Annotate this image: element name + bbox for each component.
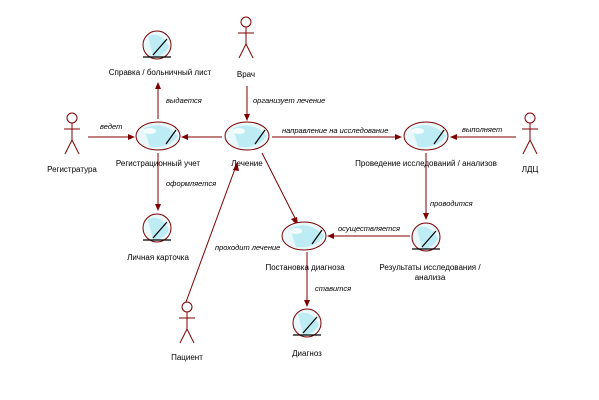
relation-undergoes: проходит лечение	[215, 243, 280, 252]
relation-performs: выполняет	[462, 125, 502, 134]
label-diagnosis: Диагноз	[292, 349, 322, 358]
usecase-registration[interactable]	[135, 121, 181, 151]
label-diagnosis-setting: Постановка диагноза	[265, 263, 345, 272]
usecase-examinations[interactable]	[403, 121, 449, 151]
label-certificate: Справка / больничный лист	[109, 68, 212, 77]
actor-registry[interactable]	[64, 112, 80, 155]
actor-label-ldc: ЛДЦ	[522, 165, 539, 174]
edge-patient-treatment	[185, 165, 237, 303]
relation-maintains: ведет	[100, 122, 122, 131]
relation-organizes: организует лечение	[253, 96, 325, 105]
actor-patient[interactable]	[179, 301, 195, 344]
label-examinations: Проведение исследований / анализов	[355, 159, 497, 168]
relation-carries-out: осуществляется	[338, 224, 400, 233]
relation-drawn-up: оформляется	[166, 179, 216, 188]
label-registration: Регистрационный учет	[116, 159, 201, 168]
entity-diagnosis[interactable]	[292, 308, 322, 338]
edges	[88, 82, 516, 307]
label-results-line2: анализа	[415, 273, 446, 282]
actor-label-patient: Пациент	[171, 353, 203, 362]
actor-ldc[interactable]	[522, 112, 538, 155]
relation-is-set: ставится	[315, 284, 351, 293]
relation-conducted: проводится	[430, 199, 473, 208]
relation-issued: выдается	[166, 96, 202, 105]
relation-referral: направление на исследование	[282, 126, 388, 135]
actor-label-registry: Регистратура	[47, 165, 97, 174]
edge-treatment-diagnosis-setting	[261, 152, 298, 223]
actor-doctor[interactable]	[238, 16, 254, 59]
entity-certificate[interactable]	[142, 30, 172, 60]
entity-personal-card[interactable]	[142, 213, 172, 243]
entity-results[interactable]	[411, 222, 441, 252]
usecase-diagnosis-setting[interactable]	[281, 221, 327, 251]
label-personal-card: Личная карточка	[127, 253, 189, 262]
label-treatment: Лечение	[231, 159, 263, 168]
label-results-line1: Результаты исследования /	[379, 263, 481, 272]
usecase-treatment[interactable]	[224, 121, 270, 151]
actor-label-doctor: Врач	[237, 70, 255, 79]
